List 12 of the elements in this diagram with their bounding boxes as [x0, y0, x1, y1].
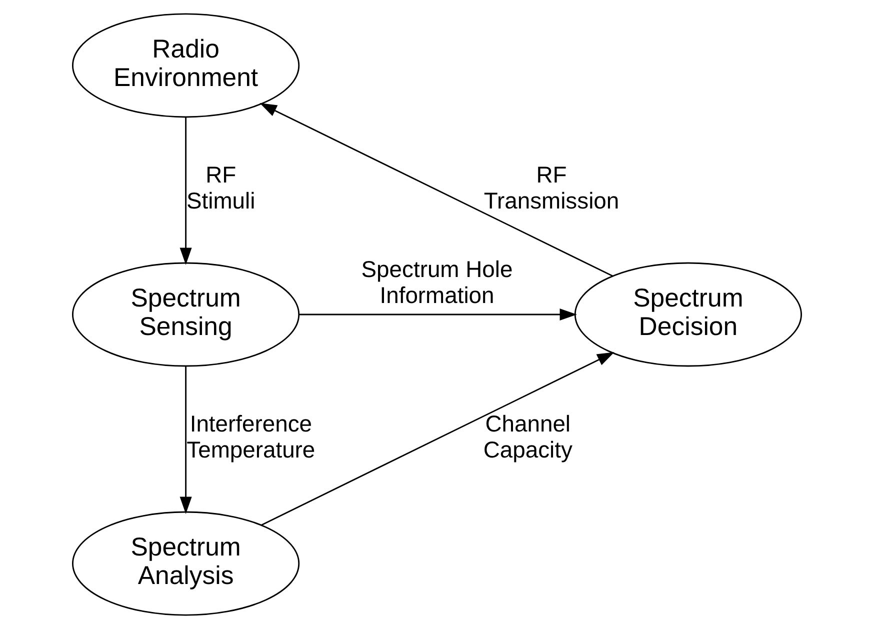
arrow	[179, 117, 192, 265]
edge-label: RF Stimuli	[186, 162, 255, 214]
arrow	[298, 308, 576, 321]
edge-label: RF Transmission	[483, 162, 619, 214]
arrow	[260, 352, 614, 526]
node-ellipse: Spectrum Analysis	[72, 511, 300, 616]
arrow	[259, 103, 612, 277]
edge-label: Channel Capacity	[482, 410, 572, 462]
edge-label: Spectrum Hole Information	[360, 256, 512, 308]
arrow	[179, 366, 192, 514]
edge-label: Interference Temperature	[186, 410, 315, 462]
node-ellipse: Spectrum Sensing	[72, 262, 300, 367]
